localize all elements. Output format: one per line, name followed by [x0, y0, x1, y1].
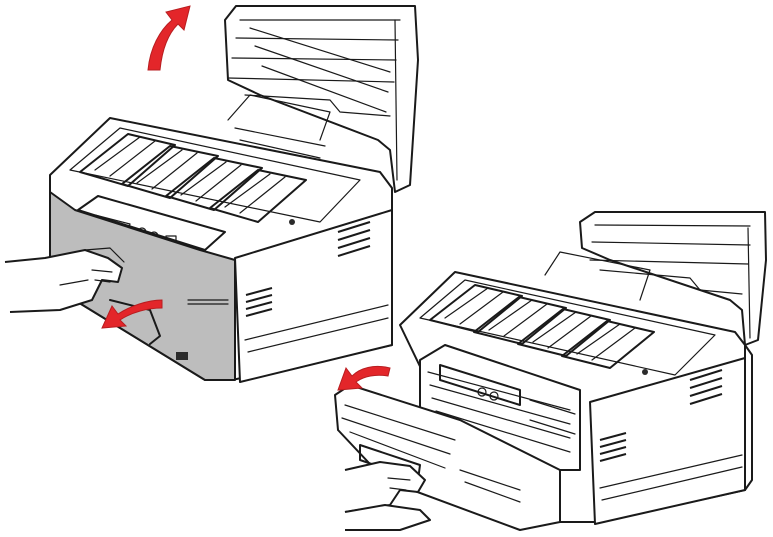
- hand-right: [344, 461, 431, 531]
- release-lever: [176, 352, 188, 360]
- hand-left: [4, 247, 125, 313]
- screw-icon: [642, 369, 648, 375]
- printer-left-side-panel: [234, 209, 393, 383]
- raised-top-cover: [224, 5, 419, 193]
- printer-left-vents: [245, 221, 371, 317]
- lift-top-cover-arrow: [147, 5, 191, 71]
- front-handle-left: [109, 299, 161, 345]
- lower-front-cover-arrow: [337, 365, 391, 391]
- printer-right-vents: [599, 369, 723, 462]
- pull-front-handle-arrow: [101, 299, 163, 329]
- screw-icon: [289, 219, 295, 225]
- control-panel-left: [77, 195, 226, 251]
- printer-left: [4, 5, 419, 383]
- front-cover-right-lowered: [334, 384, 561, 531]
- printer-right: [334, 211, 767, 531]
- toner-cartridges-left: [69, 94, 361, 223]
- toner-cartridges-right: [419, 251, 716, 376]
